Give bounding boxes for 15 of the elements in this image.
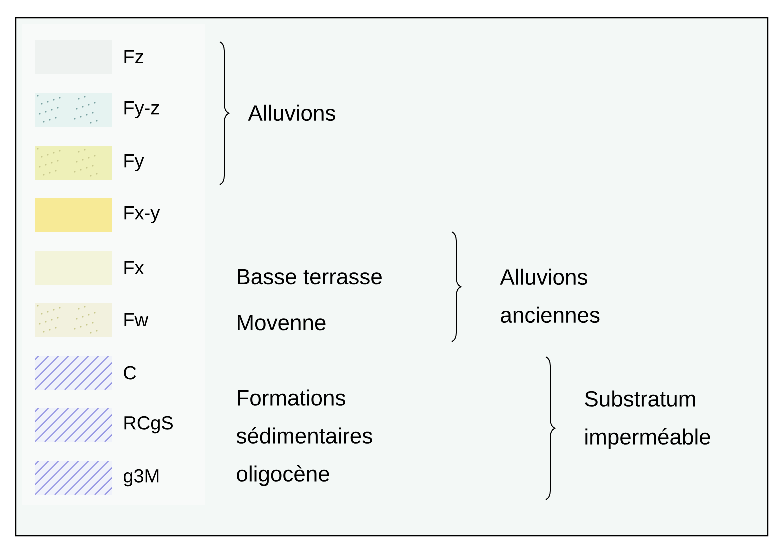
group-label: Substratum imperméable [585,390,710,450]
group-label: Formations sédimentaires oligocène [236,390,372,486]
legend-label: g3M [124,469,159,487]
legend-label: Fx-y [124,206,160,224]
legend-label: Fy [124,154,144,172]
group-label: Basse terrasse [238,269,382,285]
legend-label: Fw [124,313,149,327]
legend-label: RCgS [124,416,173,434]
legend-label: Fx [124,261,144,275]
group-label: Alluvions [248,104,336,122]
group-label: Movenne [238,315,326,331]
group-label: Alluvions anciennes [500,268,600,324]
legend-label: C [124,366,136,380]
legend-label: Fz [124,50,144,64]
legend-label: Fy-z [124,102,160,118]
